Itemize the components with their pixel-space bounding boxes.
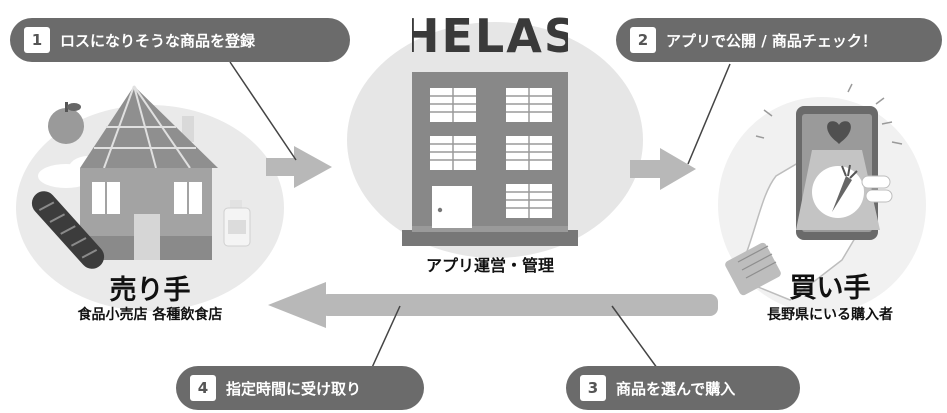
operator-label: アプリ運営・管理	[425, 256, 554, 275]
step-2-number: 2	[630, 27, 656, 53]
connector-step-2	[687, 63, 731, 165]
step-2-pill: 2 アプリで公開 / 商品チェック！	[616, 18, 942, 62]
arrow-seller-to-operator	[266, 146, 332, 188]
step-2-label: アプリで公開 / 商品チェック！	[666, 31, 877, 50]
buyer-title: 買い手	[789, 273, 871, 304]
step-1-label: ロスになりそうな商品を登録	[60, 31, 256, 50]
step-3-pill: 3 商品を選んで購入	[566, 366, 800, 410]
helas-logo: HELAS	[412, 9, 568, 60]
step-4-number: 4	[190, 375, 216, 401]
arrow-buyer-to-seller	[268, 282, 718, 328]
step-1-pill: 1 ロスになりそうな商品を登録	[10, 18, 350, 62]
step-1-number: 1	[24, 27, 50, 53]
step-3-label: 商品を選んで購入	[616, 379, 736, 398]
office-building-illustration	[402, 72, 578, 246]
seller-title: 売り手	[109, 275, 191, 306]
step-3-number: 3	[580, 375, 606, 401]
arrow-operator-to-buyer	[630, 148, 696, 190]
step-4-pill: 4 指定時間に受け取り	[176, 366, 424, 410]
connector-step-3	[611, 305, 661, 373]
svg-text:HELAS: HELAS	[412, 9, 568, 60]
connector-step-4	[369, 305, 401, 373]
hand-phone-illustration	[725, 83, 903, 301]
shop-house-illustration	[31, 85, 251, 269]
connector-step-1	[229, 61, 297, 161]
step-4-label: 指定時間に受け取り	[226, 379, 362, 398]
seller-subtitle: 食品小売店 各種飲食店	[77, 307, 223, 323]
buyer-subtitle: 長野県にいる購入者	[767, 307, 893, 323]
